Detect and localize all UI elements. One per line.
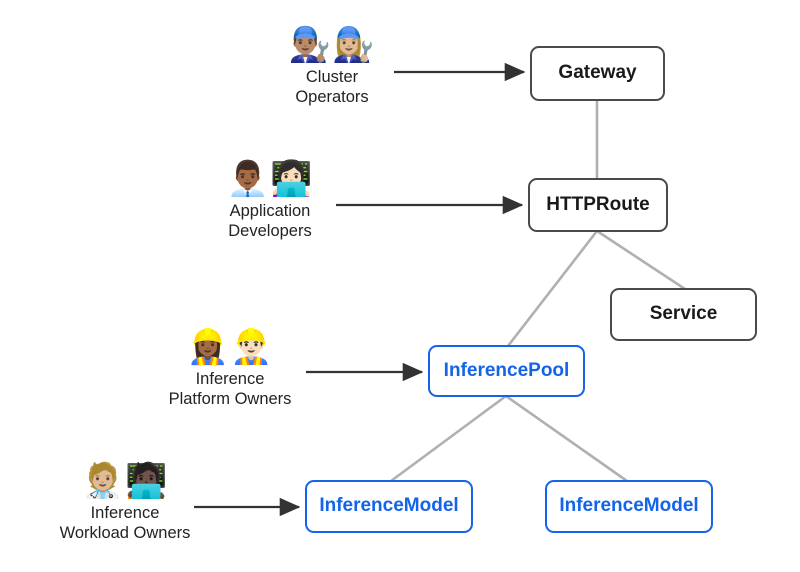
persona-inference-platform-owners-label: Inference Platform Owners: [168, 369, 292, 409]
node-inferencemodel-right-label: InferenceModel: [559, 495, 699, 517]
node-gateway[interactable]: Gateway: [530, 46, 665, 101]
node-inferencemodel-right[interactable]: InferenceModel: [545, 480, 713, 533]
edge-inferencepool-inferencemodel-left: [389, 394, 508, 483]
node-httproute-label: HTTPRoute: [546, 193, 650, 215]
node-inferencemodel-left-label: InferenceModel: [319, 495, 459, 517]
node-inferencemodel-left[interactable]: InferenceModel: [305, 480, 473, 533]
node-service[interactable]: Service: [610, 288, 757, 341]
node-httproute[interactable]: HTTPRoute: [528, 178, 668, 232]
node-inferencepool[interactable]: InferencePool: [428, 345, 585, 397]
health-worker-technologist-icon: 🧑🏼‍⚕️🧑🏿‍💻: [81, 462, 169, 500]
node-service-label: Service: [649, 303, 718, 325]
edge-httproute-inferencepool: [506, 229, 599, 348]
persona-application-developers-label: Application Developers: [228, 201, 312, 241]
office-worker-technologist-icon: 👨🏾‍💼👩🏻‍💻: [226, 160, 314, 198]
construction-worker-pair-icon: 👷🏾‍♀️👷🏻‍♂️: [186, 328, 274, 366]
persona-inference-workload-owners-label: Inference Workload Owners: [59, 503, 191, 543]
persona-cluster-operators-label: Cluster Operators: [295, 67, 369, 107]
persona-application-developers: 👨🏾‍💼👩🏻‍💻 Application Developers: [200, 160, 340, 242]
persona-inference-workload-owners: 🧑🏼‍⚕️🧑🏿‍💻 Inference Workload Owners: [55, 462, 195, 544]
persona-cluster-operators: 👨🏽‍🔧👩🏼‍🔧 Cluster Operators: [262, 26, 402, 108]
edge-inferencepool-inferencemodel-right: [504, 394, 629, 483]
node-inferencepool-label: InferencePool: [443, 359, 570, 381]
node-gateway-label: Gateway: [558, 62, 637, 84]
persona-inference-platform-owners: 👷🏾‍♀️👷🏻‍♂️ Inference Platform Owners: [160, 328, 300, 410]
mechanic-pair-icon: 👨🏽‍🔧👩🏼‍🔧: [288, 26, 376, 64]
edge-httproute-service: [595, 229, 687, 291]
